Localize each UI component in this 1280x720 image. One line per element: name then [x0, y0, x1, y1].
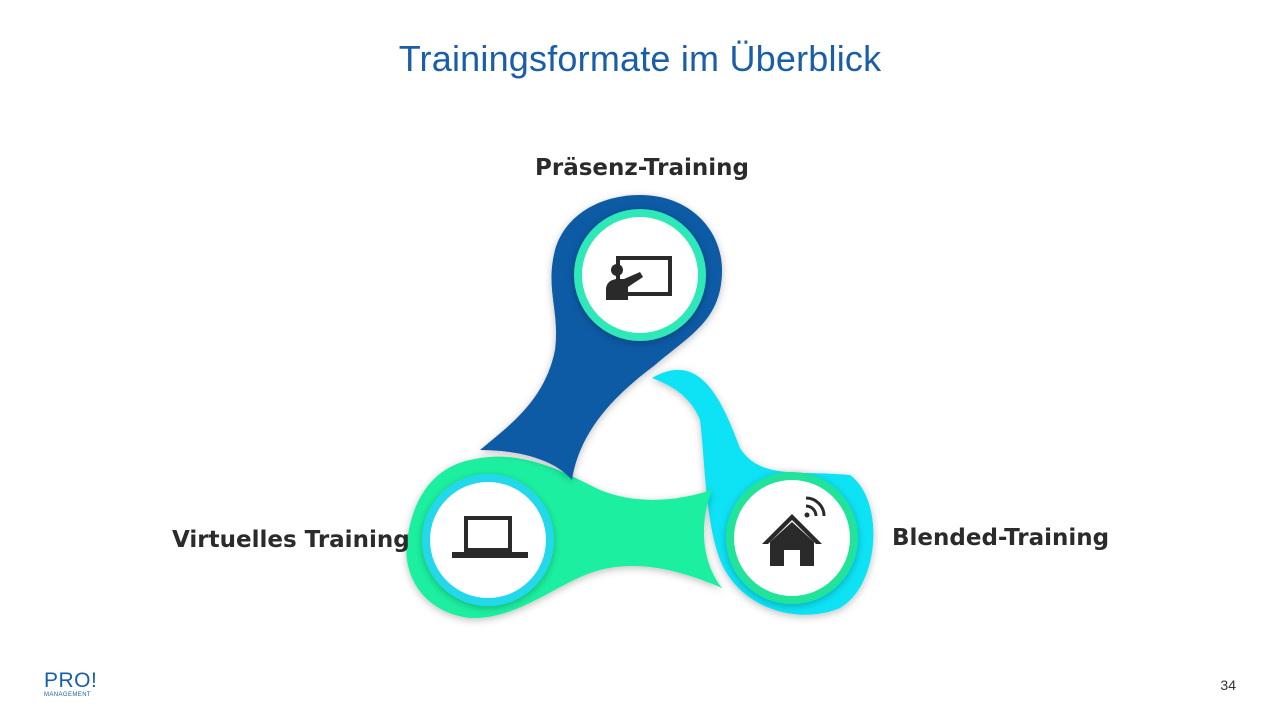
- label-virtuelles-training: Virtuelles Training: [172, 527, 410, 553]
- company-logo: PRO! MANAGEMENT: [44, 669, 98, 699]
- node-virtual: [422, 474, 554, 606]
- slide-title: Trainingsformate im Überblick: [398, 38, 882, 79]
- label-blended-training: Blended-Training: [892, 525, 1110, 551]
- node-praesenz: [574, 209, 706, 341]
- laptop-icon: [452, 516, 528, 558]
- page-number: 34: [1220, 677, 1236, 693]
- smart-home-icon: [762, 496, 826, 566]
- node-blended: [726, 472, 858, 604]
- label-praesenz-training: Präsenz-Training: [535, 155, 749, 181]
- logo-main-text: PRO!: [44, 669, 98, 692]
- presentation-board-icon: [606, 256, 672, 300]
- logo-sub-text: MANAGEMENT: [44, 692, 92, 698]
